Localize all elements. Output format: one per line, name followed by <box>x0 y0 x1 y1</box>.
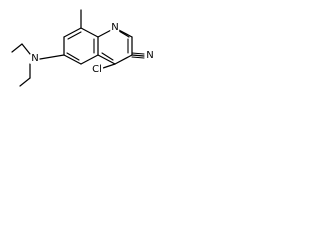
nitrile-nitrogen-label: N <box>145 50 155 61</box>
left-ring-bond <box>63 27 82 38</box>
left-ring-bond <box>80 54 99 65</box>
left-ring-bond <box>63 54 82 65</box>
nitrile-bond <box>131 54 145 57</box>
ethyl-bond <box>11 43 23 53</box>
left-ring-bond <box>80 27 99 38</box>
right-ring-double-bond <box>118 30 130 38</box>
bond-group <box>11 9 145 87</box>
ethyl-bond <box>19 77 31 87</box>
nitrile-triple-bond <box>131 56 145 59</box>
amine-nitrogen-label: N <box>30 53 40 64</box>
structure-canvas: N N Cl N <box>0 0 160 92</box>
left-ring-double-bond <box>67 31 82 40</box>
molecule-structure <box>11 9 145 87</box>
right-ring-bond <box>97 54 116 65</box>
nitrile-triple-bond <box>131 52 145 55</box>
right-ring-bond <box>114 54 133 65</box>
ring-nitrogen-label: N <box>110 22 120 33</box>
chlorine-label: Cl <box>91 64 103 75</box>
right-ring-double-bond <box>101 52 114 61</box>
amine-bond <box>39 54 65 60</box>
left-ring-double-bond <box>66 52 80 61</box>
chloro-bond <box>102 63 116 69</box>
ethyl-bond <box>21 43 31 55</box>
